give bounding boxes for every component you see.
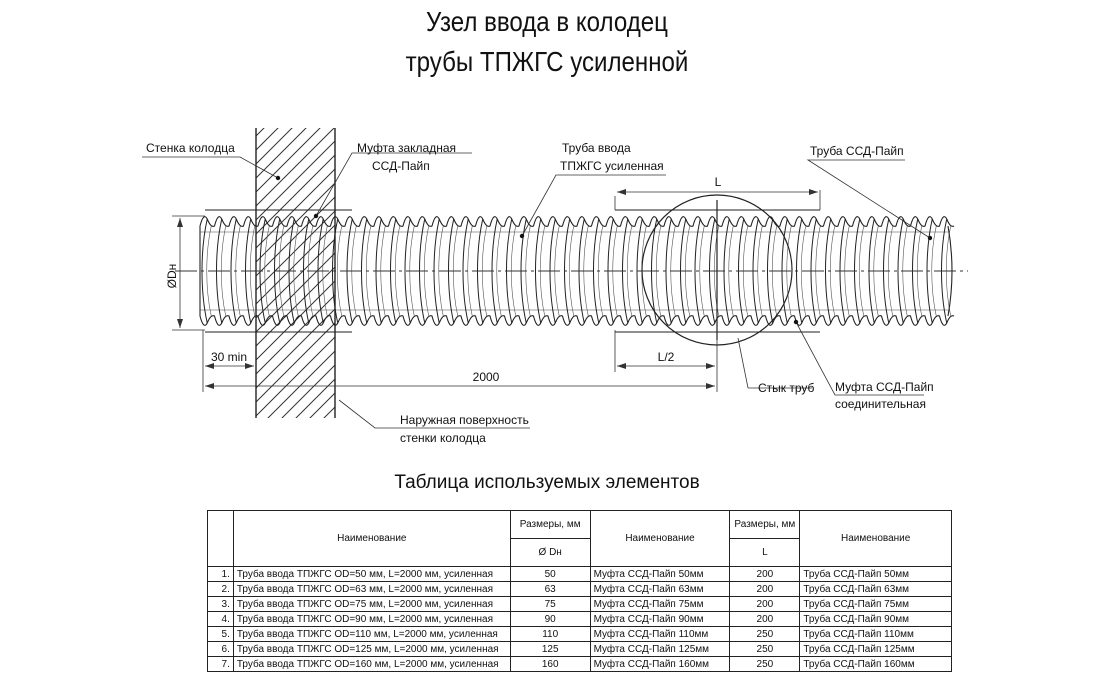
- label-wall: Стенка колодца: [146, 141, 235, 155]
- row-coupling-name: Муфта ССД-Пайп 110мм: [589, 626, 731, 642]
- row-length: 200: [729, 611, 801, 627]
- label-coupling-conn-1: Муфта ССД-Пайп: [835, 380, 934, 394]
- row-diameter: 75: [509, 596, 591, 612]
- row-pipe-name: Труба ввода ТПЖГС OD=160 мм, L=2000 мм, …: [232, 656, 511, 672]
- title-line-1: Узел ввода в колодец: [426, 6, 668, 37]
- header-size-2: Размеры, мм: [729, 510, 801, 539]
- table-body: 1.Труба ввода ТПЖГС OD=50 мм, L=2000 мм,…: [207, 566, 952, 672]
- row-diameter: 90: [509, 611, 591, 627]
- header-size-1: Размеры, мм: [509, 510, 591, 539]
- row-coupling-name: Муфта ССД-Пайп 160мм: [589, 656, 731, 672]
- l2-dimension: [614, 330, 718, 372]
- row-diameter: 160: [509, 656, 591, 672]
- row-length: 200: [729, 596, 801, 612]
- row-coupling-name: Муфта ССД-Пайп 63мм: [589, 581, 731, 597]
- row-ssd-pipe-name: Труба ССД-Пайп 63мм: [799, 581, 952, 597]
- label-joint: Стык труб: [758, 381, 815, 395]
- row-pipe-name: Труба ввода ТПЖГС OD=125 мм, L=2000 мм, …: [232, 641, 511, 657]
- label-coupling-embed-2: ССД-Пайп: [372, 159, 430, 173]
- row-number: 2.: [207, 581, 234, 597]
- table-title: Таблица используемых элементов: [394, 472, 700, 493]
- dim-30-label: 30 min: [211, 350, 247, 364]
- table-row: 7.Труба ввода ТПЖГС OD=160 мм, L=2000 мм…: [207, 656, 952, 672]
- row-pipe-name: Труба ввода ТПЖГС OD=75 мм, L=2000 мм, у…: [232, 596, 511, 612]
- min-30-dimension: [202, 330, 254, 392]
- row-length: 250: [729, 656, 801, 672]
- row-diameter: 125: [509, 641, 591, 657]
- label-inlet-pipe-1: Труба ввода: [562, 141, 631, 155]
- header-name-3: Наименование: [799, 510, 952, 567]
- leader-dots: [275, 175, 933, 325]
- row-coupling-name: Муфта ССД-Пайп 90мм: [589, 611, 731, 627]
- row-ssd-pipe-name: Труба ССД-Пайп 75мм: [799, 596, 952, 612]
- row-pipe-name: Труба ввода ТПЖГС OD=90 мм, L=2000 мм, у…: [232, 611, 511, 627]
- label-outer-surface-2: стенки колодца: [400, 431, 486, 445]
- row-length: 200: [729, 581, 801, 597]
- header-name-1: Наименование: [232, 510, 511, 567]
- row-pipe-name: Труба ввода ТПЖГС OD=110 мм, L=2000 мм, …: [232, 626, 511, 642]
- row-diameter: 50: [509, 566, 591, 582]
- header-name-2: Наименование: [589, 510, 731, 567]
- header-size-1-sub: Ø Dн: [509, 538, 591, 567]
- row-number: 3.: [207, 596, 234, 612]
- table-row: 5.Труба ввода ТПЖГС OD=110 мм, L=2000 мм…: [207, 626, 952, 642]
- dim-d-label: ØDн: [165, 264, 179, 289]
- row-ssd-pipe-name: Труба ССД-Пайп 90мм: [799, 611, 952, 627]
- row-coupling-name: Муфта ССД-Пайп 125мм: [589, 641, 731, 657]
- row-ssd-pipe-name: Труба ССД-Пайп 50мм: [799, 566, 952, 582]
- row-number: 7.: [207, 656, 234, 672]
- row-pipe-name: Труба ввода ТПЖГС OD=50 мм, L=2000 мм, у…: [232, 566, 511, 582]
- row-number: 6.: [207, 641, 234, 657]
- title-line-2: трубы ТПЖГС усиленной: [405, 46, 689, 77]
- label-inlet-pipe-2: ТПЖГС усиленная: [560, 159, 664, 173]
- length-2000-dimension: [205, 372, 718, 392]
- row-number: 4.: [207, 611, 234, 627]
- elements-table: Наименование Размеры, мм Наименование Ра…: [207, 510, 952, 672]
- drawing: ØDн L L/2 30 min 2000: [142, 128, 968, 445]
- row-pipe-name: Труба ввода ТПЖГС OD=63 мм, L=2000 мм, у…: [232, 581, 511, 597]
- row-length: 200: [729, 566, 801, 582]
- label-coupling-embed-1: Муфта закладная: [357, 141, 456, 155]
- row-number: 1.: [207, 566, 234, 582]
- dim-l2-label: L/2: [658, 350, 675, 364]
- diameter-dimension: [172, 215, 205, 331]
- row-ssd-pipe-name: Труба ССД-Пайп 160мм: [799, 656, 952, 672]
- row-length: 250: [729, 626, 801, 642]
- header-size-2-sub: L: [729, 538, 801, 567]
- label-ssd-pipe: Труба ССД-Пайп: [810, 144, 904, 158]
- row-number: 5.: [207, 626, 234, 642]
- table-row: 1.Труба ввода ТПЖГС OD=50 мм, L=2000 мм,…: [207, 566, 952, 582]
- table-row: 2.Труба ввода ТПЖГС OD=63 мм, L=2000 мм,…: [207, 581, 952, 597]
- row-ssd-pipe-name: Труба ССД-Пайп 110мм: [799, 626, 952, 642]
- label-coupling-conn-2: соединительная: [835, 397, 926, 411]
- row-diameter: 110: [509, 626, 591, 642]
- row-diameter: 63: [509, 581, 591, 597]
- dim-2000-label: 2000: [473, 370, 500, 384]
- row-coupling-name: Муфта ССД-Пайп 50мм: [589, 566, 731, 582]
- table-row: 4.Труба ввода ТПЖГС OD=90 мм, L=2000 мм,…: [207, 611, 952, 627]
- dim-l-label: L: [715, 175, 722, 189]
- table-header-row: Наименование Размеры, мм Наименование Ра…: [207, 510, 952, 567]
- label-outer-surface-1: Наружная поверхность: [400, 413, 529, 427]
- l-dimension: [614, 189, 821, 210]
- well-wall: [255, 128, 336, 418]
- table-row: 6.Труба ввода ТПЖГС OD=125 мм, L=2000 мм…: [207, 641, 952, 657]
- row-length: 250: [729, 641, 801, 657]
- table-row: 3.Труба ввода ТПЖГС OD=75 мм, L=2000 мм,…: [207, 596, 952, 612]
- row-ssd-pipe-name: Труба ССД-Пайп 125мм: [799, 641, 952, 657]
- leader-lines: [142, 152, 931, 429]
- row-coupling-name: Муфта ССД-Пайп 75мм: [589, 596, 731, 612]
